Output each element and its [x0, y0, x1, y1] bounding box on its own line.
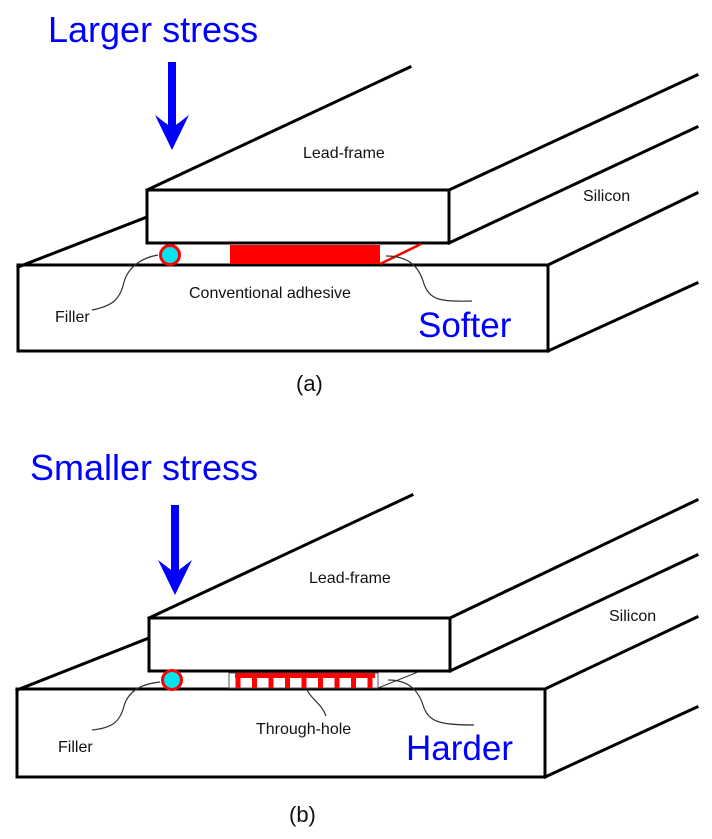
filler-leader-line — [91, 681, 161, 731]
silicon-slab — [16, 190, 700, 353]
stress-arrow-icon — [155, 62, 189, 150]
through-hole-post — [318, 673, 323, 688]
filler-label: Filler — [58, 739, 93, 756]
silicon-label: Silicon — [609, 608, 656, 625]
lead-frame-strip — [15, 493, 700, 692]
stress-arrow-icon — [158, 505, 192, 595]
through-hole-post — [252, 673, 257, 688]
through-hole-label: Through-hole — [256, 721, 351, 738]
through-hole-post — [334, 673, 340, 688]
conventional-adhesive-layer — [230, 242, 422, 266]
hardness-label: Softer — [418, 306, 512, 345]
lead-frame-label: Lead-frame — [303, 145, 385, 162]
silicon-label: Silicon — [583, 188, 630, 205]
through-hole-leader-line — [306, 689, 327, 717]
silicon-slab — [15, 615, 699, 779]
panel-b-caption: (b) — [289, 802, 316, 827]
through-hole-post — [235, 673, 241, 688]
panel-b-title: Smaller stress — [30, 447, 258, 488]
panel-b: Smaller stress Lead-frame Silic — [15, 447, 700, 827]
through-hole-post — [268, 673, 274, 688]
filler-particle — [159, 244, 181, 266]
adhesive-label: Conventional adhesive — [189, 285, 351, 302]
through-hole-post — [301, 673, 307, 688]
panel-a-title: Larger stress — [48, 9, 258, 50]
through-hole-post — [367, 673, 373, 688]
filler-label: Filler — [55, 309, 90, 326]
through-hole-layer — [228, 672, 379, 689]
through-hole-post — [351, 673, 356, 688]
adhesive-leader-line — [385, 255, 473, 302]
hardness-label: Harder — [406, 729, 513, 768]
filler-leader-line — [91, 254, 159, 311]
through-hole-post — [285, 673, 290, 688]
lead-frame-strip — [16, 65, 699, 269]
panel-a-caption: (a) — [296, 371, 323, 396]
bond-edge-leader-line — [387, 679, 475, 726]
lead-frame-label: Lead-frame — [309, 570, 391, 587]
filler-particle — [161, 669, 183, 691]
panel-a: Larger stress L — [16, 9, 700, 396]
through-hole-edge-line — [377, 671, 419, 689]
